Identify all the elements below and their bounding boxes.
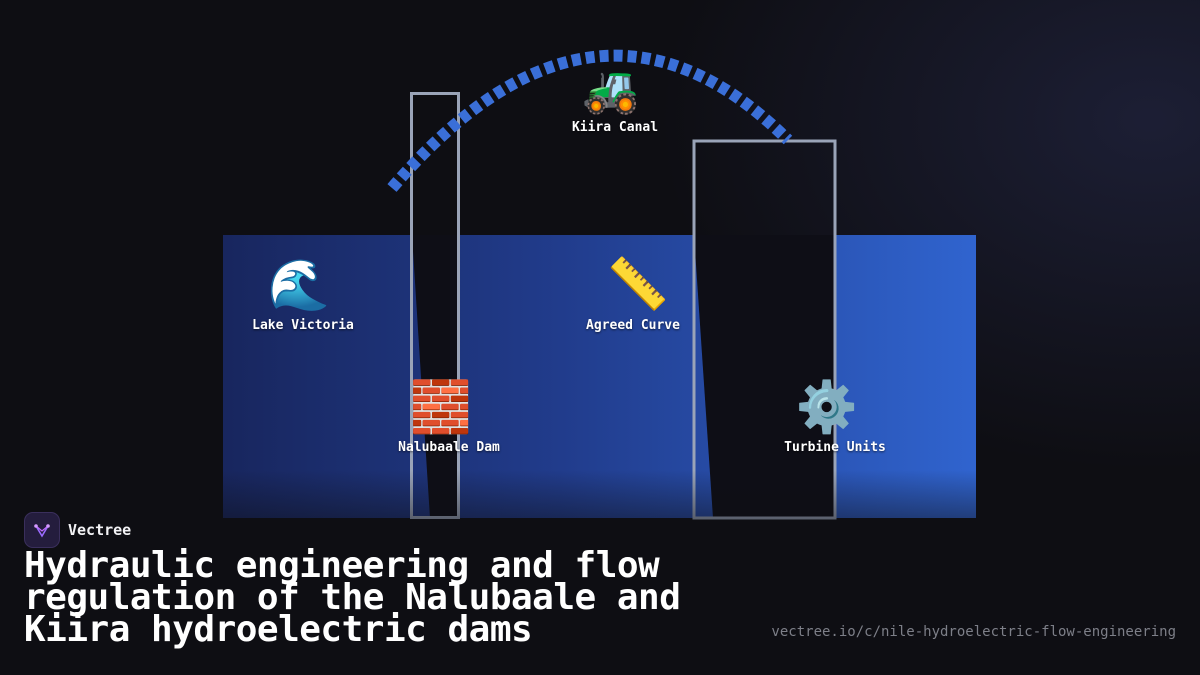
nalubaale-shaft [412,235,458,518]
bottom-fade [0,470,1200,675]
page-url[interactable]: vectree.io/c/nile-hydroelectric-flow-eng… [771,624,1176,640]
gear-icon: ⚙️ [795,378,859,436]
lake-victoria-label: Lake Victoria [252,318,354,333]
brand[interactable]: Vectree [24,512,131,548]
vectree-logo-icon [24,512,60,548]
page-title: Hydraulic engineering and flow regulatio… [24,545,681,650]
agreed-curve-label: Agreed Curve [586,318,680,333]
kiira-canal-arc [387,49,793,192]
kiira-shaft [694,235,834,518]
turbine-units-label: Turbine Units [784,440,886,455]
tractor-icon: 🚜 [582,62,640,116]
brick-icon: 🧱 [409,378,473,436]
nalubaale-dam-label: Nalubaale Dam [398,440,500,455]
brand-name: Vectree [68,521,132,539]
kiira-canal-label: Kiira Canal [571,120,659,135]
wave-icon: 🌊 [267,256,331,314]
ruler-icon: 📏 [606,255,670,313]
